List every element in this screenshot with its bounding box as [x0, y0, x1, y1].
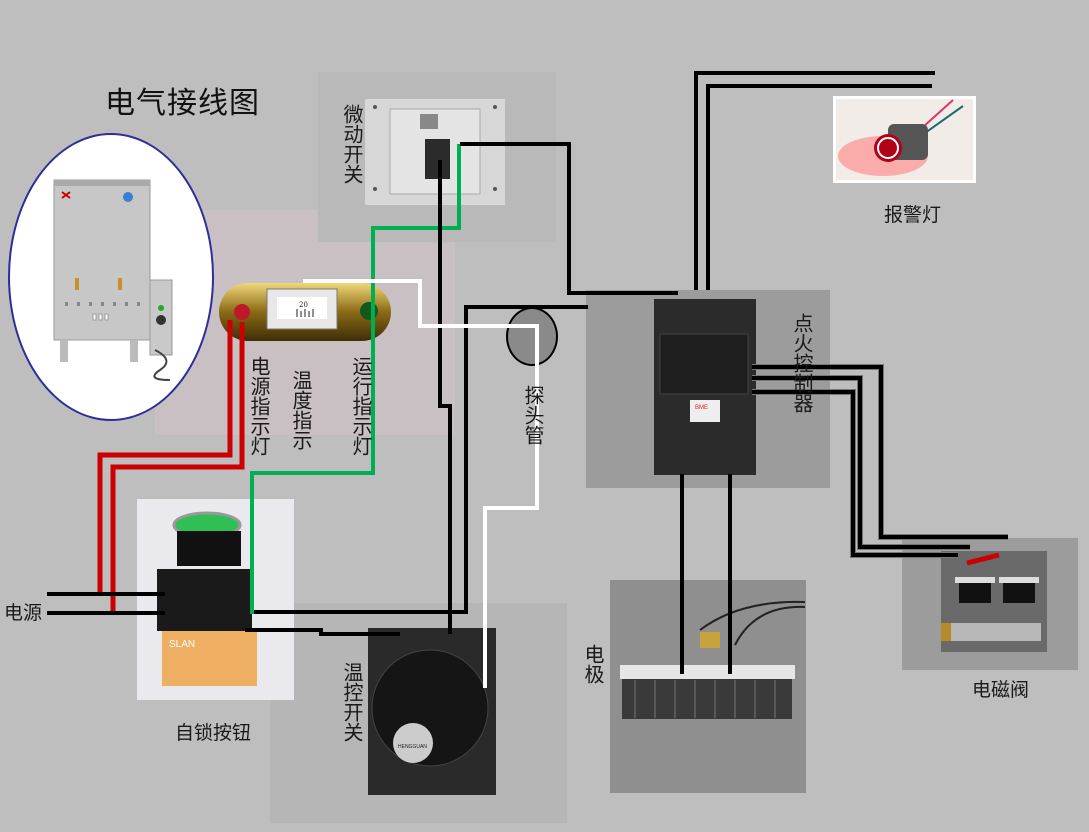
svg-text:HENGGUAN: HENGGUAN — [398, 744, 427, 750]
thermostat-label: 温控开关 — [340, 662, 364, 742]
green-wire — [250, 144, 461, 614]
machine-illustration — [53, 179, 173, 381]
probe-label: 探头管 — [521, 385, 545, 445]
electrode-image — [610, 580, 806, 793]
red-wire-2 — [110, 322, 245, 613]
ignition-controller-image: BME — [654, 299, 756, 475]
self-lock-button-image: SLAN — [137, 499, 294, 700]
gauge-reading: 20 — [299, 301, 308, 309]
micro-switch-label: 微动开关 — [340, 104, 364, 184]
black-wire-alarm-1 — [694, 71, 935, 290]
black-wire-solenoid-1 — [752, 365, 1008, 539]
thermostat-image: HENGGUAN — [368, 628, 496, 795]
black-wire-microswitch-controller — [460, 142, 678, 295]
black-wire-button-thermostat — [245, 628, 400, 636]
self-lock-button-label: 自锁按钮 — [175, 722, 252, 744]
run-indicator-label: 运行指示灯 — [349, 356, 373, 456]
svg-text:SLAN: SLAN — [169, 639, 195, 650]
svg-text:BME: BME — [695, 405, 708, 411]
probe-circle — [506, 307, 558, 366]
alarm-light-label: 报警灯 — [884, 204, 942, 226]
black-wire-microswitch-thermostat — [438, 160, 452, 634]
power-indicator-label: 电源指示灯 — [247, 356, 271, 456]
micro-switch-image — [365, 99, 505, 205]
temp-indicator-label: 温度指示 — [289, 370, 313, 450]
ignition-controller-label: 点火控制器 — [790, 313, 814, 413]
alarm-light-image — [833, 96, 976, 183]
black-wire-solenoid-3 — [752, 390, 958, 557]
black-wire-alarm-2 — [706, 84, 932, 290]
electrode-label: 电极 — [581, 644, 605, 684]
black-wire-solenoid-2 — [752, 376, 970, 549]
solenoid-valve-label: 电磁阀 — [972, 679, 1030, 701]
white-wire — [303, 279, 539, 688]
power-source-label: 电源 — [4, 602, 43, 624]
power-indicator-lamp — [234, 304, 250, 320]
red-wire-1 — [97, 320, 233, 592]
black-wire-button-bus — [254, 305, 588, 614]
page-title: 电气接线图 — [105, 86, 260, 121]
solenoid-valve-image — [941, 551, 1047, 652]
